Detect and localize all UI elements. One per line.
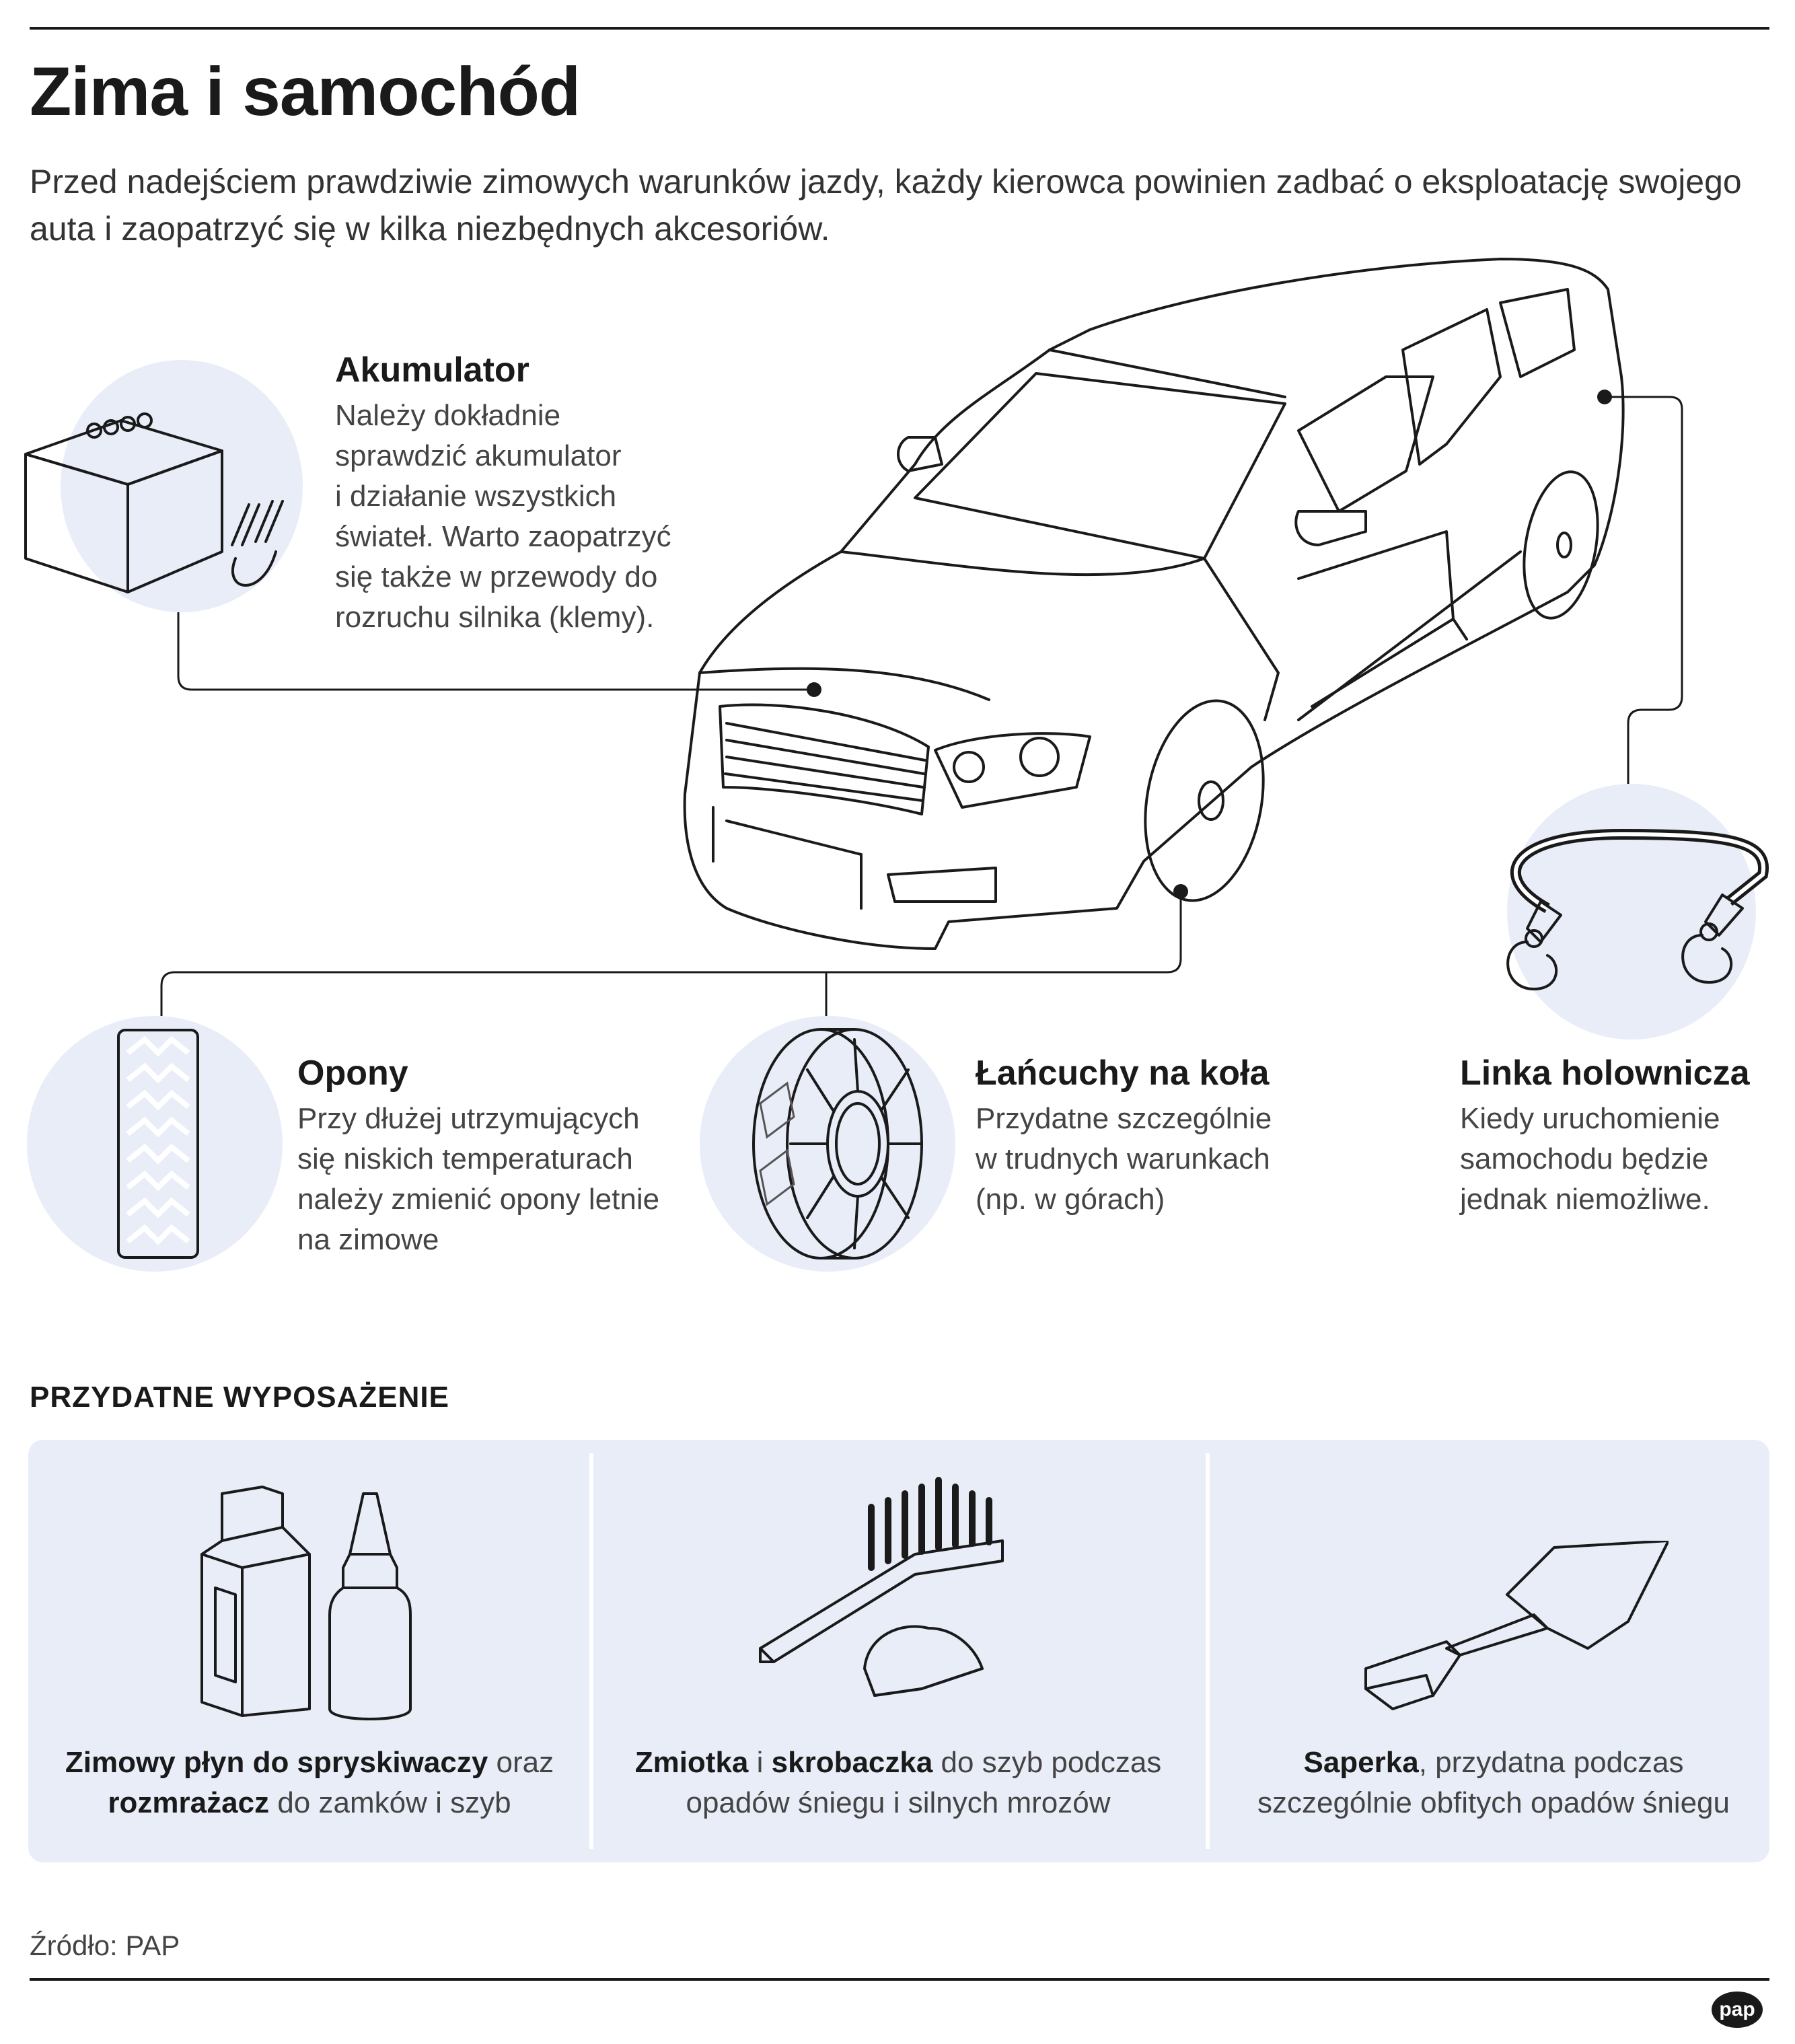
shovel-text: , przydatna podczas [1418,1746,1684,1779]
equipment-divider [1206,1453,1210,1849]
brush-text: i [748,1746,772,1779]
washer-fluid-icon [200,1486,412,1720]
equipment-divider [589,1453,593,1849]
tow-desc-line: samochodu będzie [1460,1142,1709,1175]
car-illustration [160,258,1683,1016]
battery-desc-line: sprawdzić akumulator [335,439,622,472]
top-rule [30,27,1769,30]
tow-desc-line: jednak niemożliwe. [1460,1183,1710,1216]
tow-text: Linka holownicza Kiedy uruchomienie samo… [1460,1053,1750,1220]
tires-heading: Opony [297,1054,408,1093]
brush-bold: skrobaczka [771,1746,933,1779]
battery-icon [24,412,284,593]
washer-bold: rozmrażacz [108,1786,270,1819]
snow-chain-icon [752,1028,923,1260]
equipment-section-title: PRZYDATNE WYPOSAŻENIE [30,1381,450,1414]
tire-marker [1173,884,1188,899]
chains-desc-line: w trudnych warunkach [976,1142,1270,1175]
page-title: Zima i samochód [30,53,581,130]
washer-text: oraz [488,1746,554,1779]
shovel-text: szczególnie obfitych opadów śniegu [1257,1786,1730,1819]
battery-text: Akumulator Należy dokładnie sprawdzić ak… [335,350,671,638]
intro-text: Przed nadejściem prawdziwie zimowych war… [30,163,1742,248]
tow-heading: Linka holownicza [1460,1054,1750,1093]
chains-desc-line: (np. w górach) [976,1183,1165,1216]
tires-desc-line: należy zmienić opony letnie [297,1183,660,1216]
washer-text: do zamków i szyb [269,1786,511,1819]
brush-caption: Zmiotka i skrobaczka do szyb podczas opa… [606,1743,1191,1823]
shovel-caption: Saperka, przydatna podczas szczególnie o… [1224,1743,1763,1823]
source-text: Źródło: PAP [30,1930,180,1961]
tow-marker [1597,390,1612,404]
bottom-rule [30,1978,1769,1981]
chains-text: Łańcuchy na koła Przydatne szczególnie w… [976,1053,1272,1220]
brush-text: do szyb podczas [932,1746,1162,1779]
tires-desc-line: na zimowe [297,1223,439,1256]
tires-desc-line: Przy dłużej utrzymujących [297,1102,640,1135]
battery-marker [807,682,821,697]
equipment-panel [28,1440,1769,1862]
washer-caption: Zimowy płyn do spryskiwaczy oraz rozmraż… [40,1743,579,1823]
tires-desc-line: się niskich temperaturach [297,1142,633,1175]
tow-rope-icon [1506,828,1769,990]
washer-bold: Zimowy płyn do spryskiwaczy [65,1746,488,1779]
tow-desc-line: Kiedy uruchomienie [1460,1102,1720,1135]
pap-logo: pap [1712,1992,1763,2028]
tires-circle [27,1016,283,1272]
shovel-bold: Saperka [1303,1746,1419,1779]
connector-lines [160,396,1683,1016]
battery-desc-line: świateł. Warto zaopatrzyć [335,520,671,553]
tow-circle [1507,784,1756,1039]
battery-heading: Akumulator [335,351,529,390]
shovel-icon [1364,1541,1669,1710]
chains-desc-line: Przydatne szczególnie [976,1102,1272,1135]
battery-desc-line: rozruchu silnika (klemy). [335,601,655,634]
tires-text: Opony Przy dłużej utrzymujących się nisk… [297,1053,659,1260]
chains-heading: Łańcuchy na koła [976,1054,1270,1093]
tire-tread-icon [117,1029,199,1259]
battery-desc-line: Należy dokładnie [335,399,561,432]
battery-desc-line: się także w przewody do [335,560,658,593]
car-body [683,258,1625,950]
brush-scraper-icon [759,1477,1004,1697]
brush-text: opadów śniegu i silnych mrozów [686,1786,1111,1819]
battery-desc-line: i działanie wszystkich [335,480,617,513]
brush-bold: Zmiotka [634,1746,749,1779]
